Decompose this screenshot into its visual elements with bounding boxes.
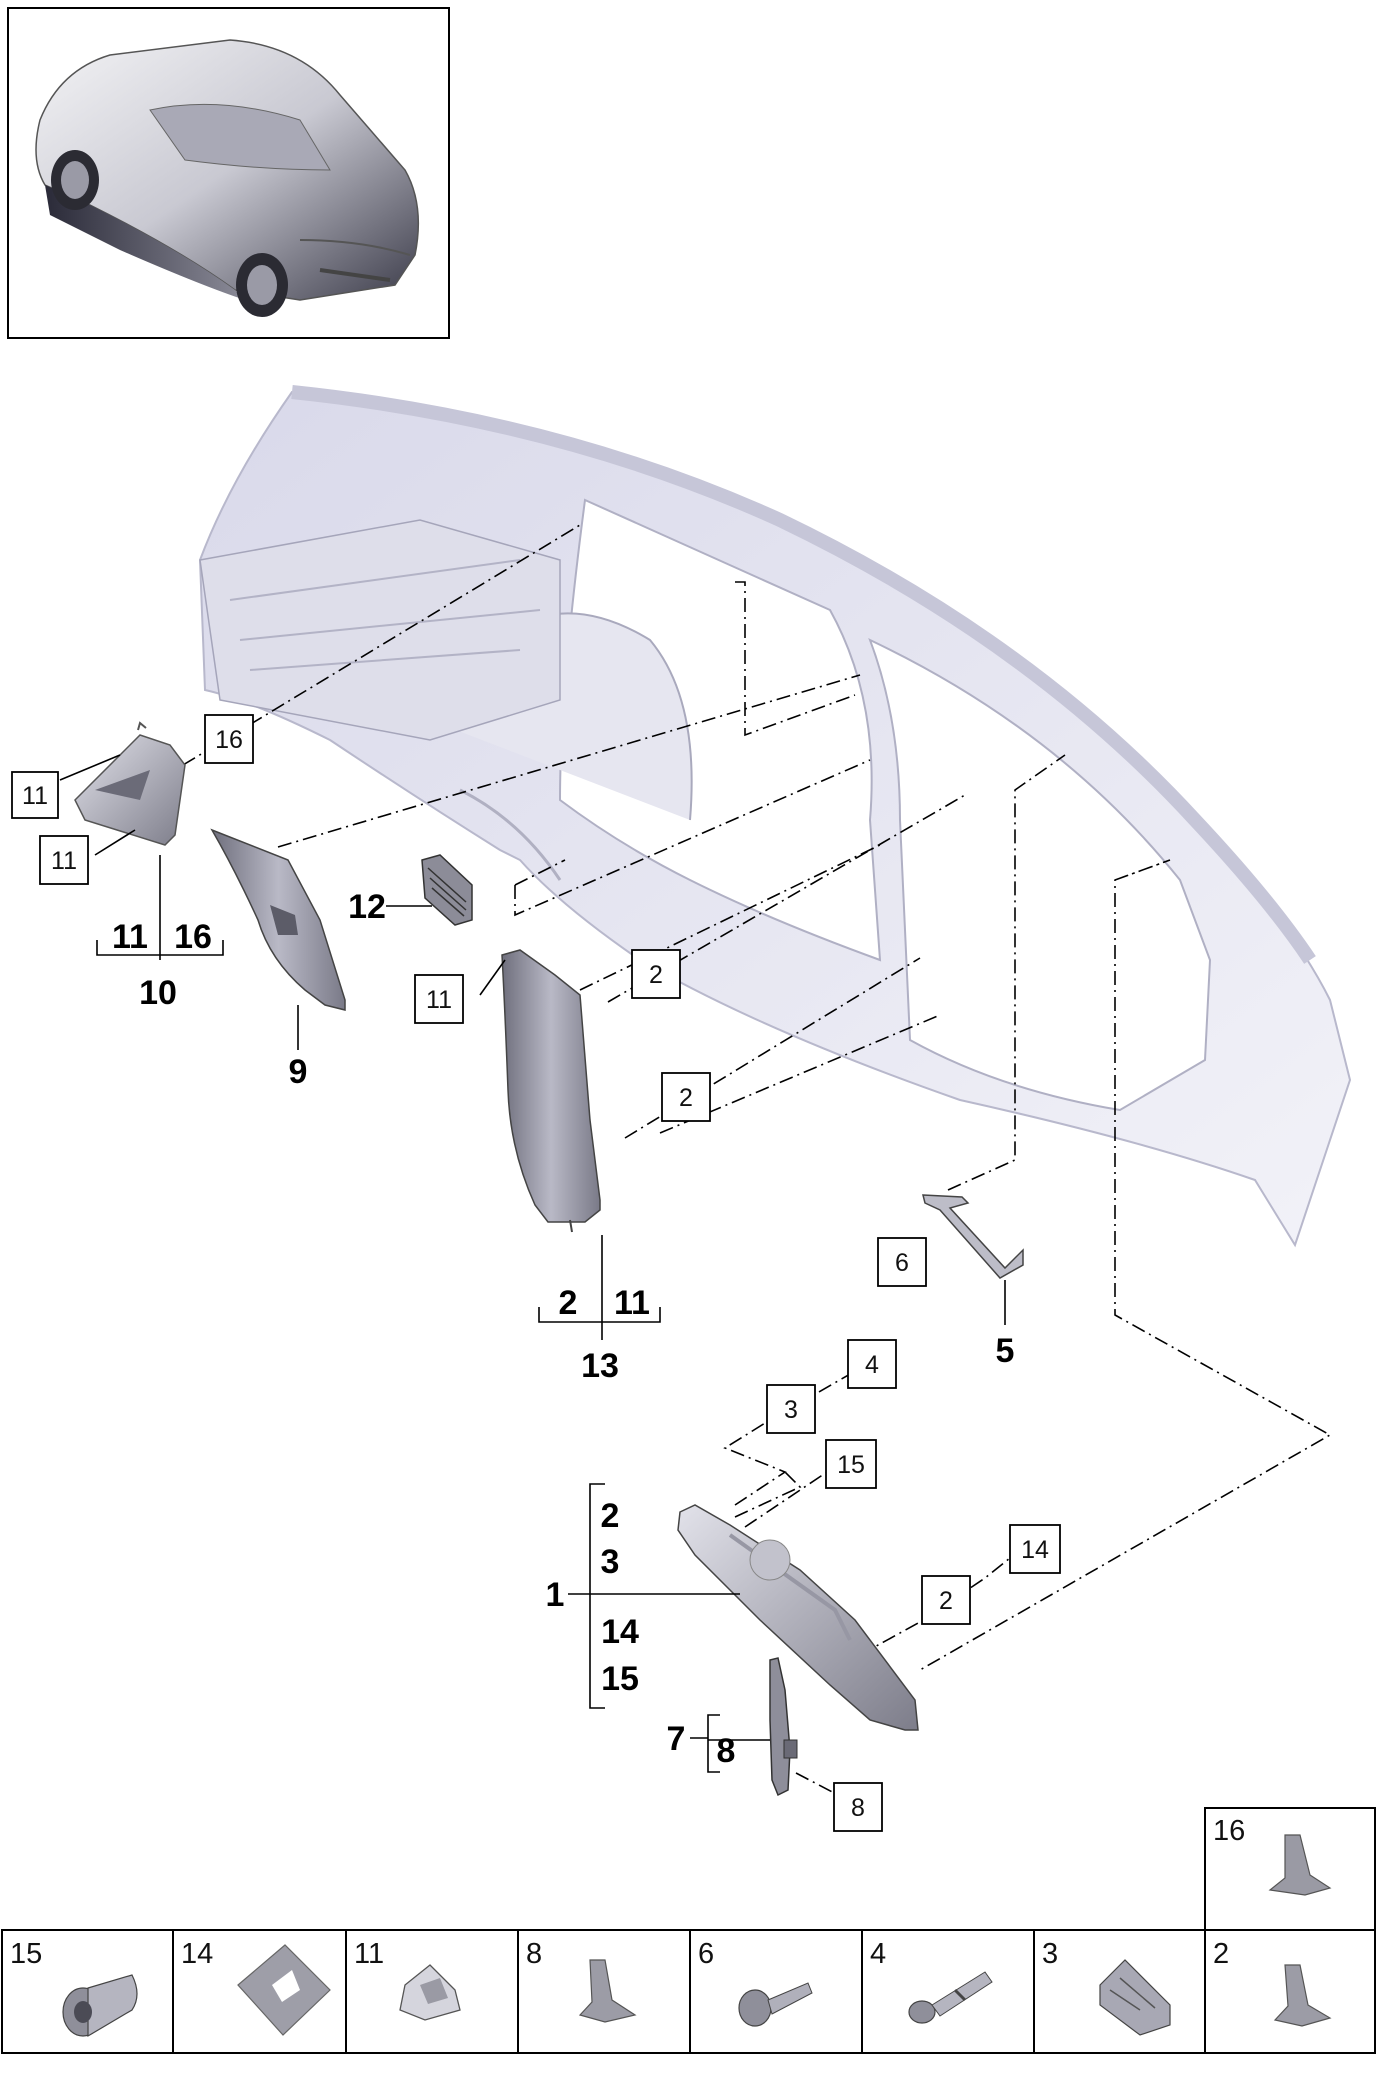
clip-2-icon [1273,1964,1332,2027]
callout-2-middle: 2 [661,1072,711,1122]
callout-8: 8 [833,1782,883,1832]
assembly-7: 7 8 [667,1720,736,1770]
parts-table: 16 15 14 11 8 6 4 3 2 [1,1807,1376,2054]
svg-text:9: 9 [289,1053,308,1091]
callout-16: 16 [204,714,254,764]
parts-cell-row: 15 14 11 8 6 4 3 2 [1,1929,1376,2054]
svg-text:16: 16 [215,726,243,754]
svg-text:6: 6 [698,1938,714,1970]
svg-text:4: 4 [865,1351,879,1379]
svg-text:10: 10 [139,974,177,1012]
svg-text:8: 8 [526,1938,542,1970]
svg-text:7: 7 [667,1720,686,1758]
clip-11-icon [399,1964,461,2021]
part-6-5-bracket [922,1194,1024,1279]
assembly-10: 11 16 10 [112,918,212,1012]
svg-text:11: 11 [22,782,48,810]
callout-15: 15 [825,1439,877,1489]
svg-text:5: 5 [996,1332,1015,1370]
svg-text:11: 11 [112,918,148,956]
part-13-pillar-trim [501,949,601,1233]
body-side-frame [198,385,1352,1248]
pad-icon [237,1944,331,2036]
assembly-12: 12 [348,888,386,926]
svg-text:14: 14 [181,1938,213,1970]
assembly-5: 5 [996,1332,1015,1370]
assembly-1: 1 2 3 14 15 [546,1497,639,1698]
car-illustration [35,39,420,317]
svg-text:15: 15 [837,1451,865,1479]
svg-text:13: 13 [581,1347,619,1385]
expansion-pin-icon [908,1971,993,2024]
svg-text:8: 8 [717,1732,736,1770]
svg-text:11: 11 [426,986,452,1014]
svg-text:2: 2 [559,1284,578,1322]
assembly-brackets [59,754,1006,1773]
screw-icon [738,1982,813,2027]
svg-text:16: 16 [1213,1815,1245,1847]
callout-11-top: 11 [11,771,59,819]
svg-text:6: 6 [895,1249,909,1277]
svg-text:15: 15 [10,1938,42,1970]
callout-11-bottom: 11 [39,835,89,885]
svg-text:2: 2 [649,961,663,989]
svg-text:14: 14 [601,1613,639,1651]
svg-text:16: 16 [174,918,212,956]
svg-text:11: 11 [51,847,77,875]
callout-3: 3 [766,1384,816,1434]
part-1-a-pillar-trim [677,1504,919,1731]
part-10-trim-bracket [74,721,186,846]
svg-text:1: 1 [546,1576,565,1614]
callout-11-pillar: 11 [414,974,464,1024]
callout-6: 6 [877,1237,927,1287]
part-9-pillar-trim [210,828,346,1011]
callout-4: 4 [847,1339,897,1389]
clip-8-icon [578,1959,637,2023]
svg-text:3: 3 [1042,1938,1058,1970]
rivet-nut-icon [62,1974,138,2038]
svg-text:2: 2 [601,1497,620,1535]
svg-text:14: 14 [1021,1536,1049,1564]
svg-text:15: 15 [601,1660,639,1698]
callout-14: 14 [1009,1524,1061,1574]
svg-text:2: 2 [679,1084,693,1112]
svg-text:12: 12 [348,888,386,926]
vehicle-thumbnail [7,7,450,339]
clip-3-icon [1099,1959,1171,2036]
svg-text:3: 3 [784,1396,798,1424]
parts-cell-top: 16 [1204,1807,1376,1931]
svg-text:8: 8 [851,1794,865,1822]
svg-text:4: 4 [870,1938,886,1970]
assembly-13: 2 11 13 [559,1284,650,1385]
svg-text:11: 11 [354,1938,384,1970]
callout-2-lower: 2 [921,1575,971,1625]
assembly-9: 9 [289,1053,308,1091]
svg-text:3: 3 [601,1543,620,1581]
part-7-bracket [769,1657,798,1797]
svg-text:11: 11 [614,1284,650,1322]
part-12-vent-grille [421,854,473,926]
svg-text:2: 2 [939,1587,953,1615]
svg-text:2: 2 [1213,1938,1229,1970]
callout-2-upper: 2 [631,949,681,999]
